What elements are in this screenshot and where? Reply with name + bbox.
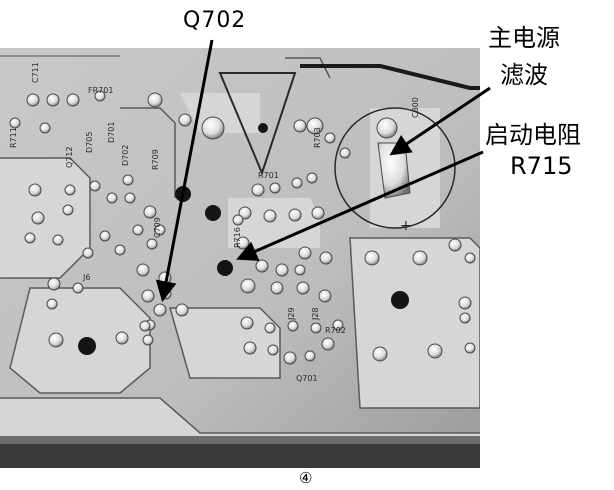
- silk-j28: J28: [311, 307, 320, 321]
- silk-q712: Q712: [65, 146, 74, 168]
- silk-q701: Q701: [296, 374, 318, 383]
- silk-fr701: FR701: [88, 86, 113, 95]
- silk-d705: D705: [85, 132, 94, 153]
- silk-c709: C709: [153, 217, 162, 238]
- silk-r709: R709: [151, 149, 160, 170]
- figure-number: ④: [299, 469, 313, 487]
- silk-r701: R701: [258, 171, 279, 180]
- pcb-photo: C711 FR701 R711 Q712 D705 D701 D702 R709…: [0, 48, 480, 468]
- start-resistor-label-line1: 启动电阻: [485, 121, 581, 149]
- silk-j6: J6: [82, 273, 90, 282]
- main-filter-label-line2: 滤波: [500, 61, 548, 89]
- silk-r703: R703: [313, 127, 322, 148]
- start-resistor-label-line2: R715: [510, 152, 573, 180]
- silk-c711: C711: [31, 62, 40, 83]
- silk-d702: D702: [121, 145, 130, 166]
- main-filter-label-line1: 主电源: [488, 24, 560, 52]
- q702-label: Q702: [183, 8, 247, 33]
- silk-d701: D701: [107, 122, 116, 143]
- silk-r702: R702: [325, 326, 346, 335]
- silk-r716: R716: [233, 227, 242, 248]
- silk-r711: R711: [9, 127, 18, 148]
- silk-c800: C800: [411, 97, 420, 118]
- silk-j29: J29: [287, 307, 296, 321]
- svg-text:+: +: [400, 218, 412, 234]
